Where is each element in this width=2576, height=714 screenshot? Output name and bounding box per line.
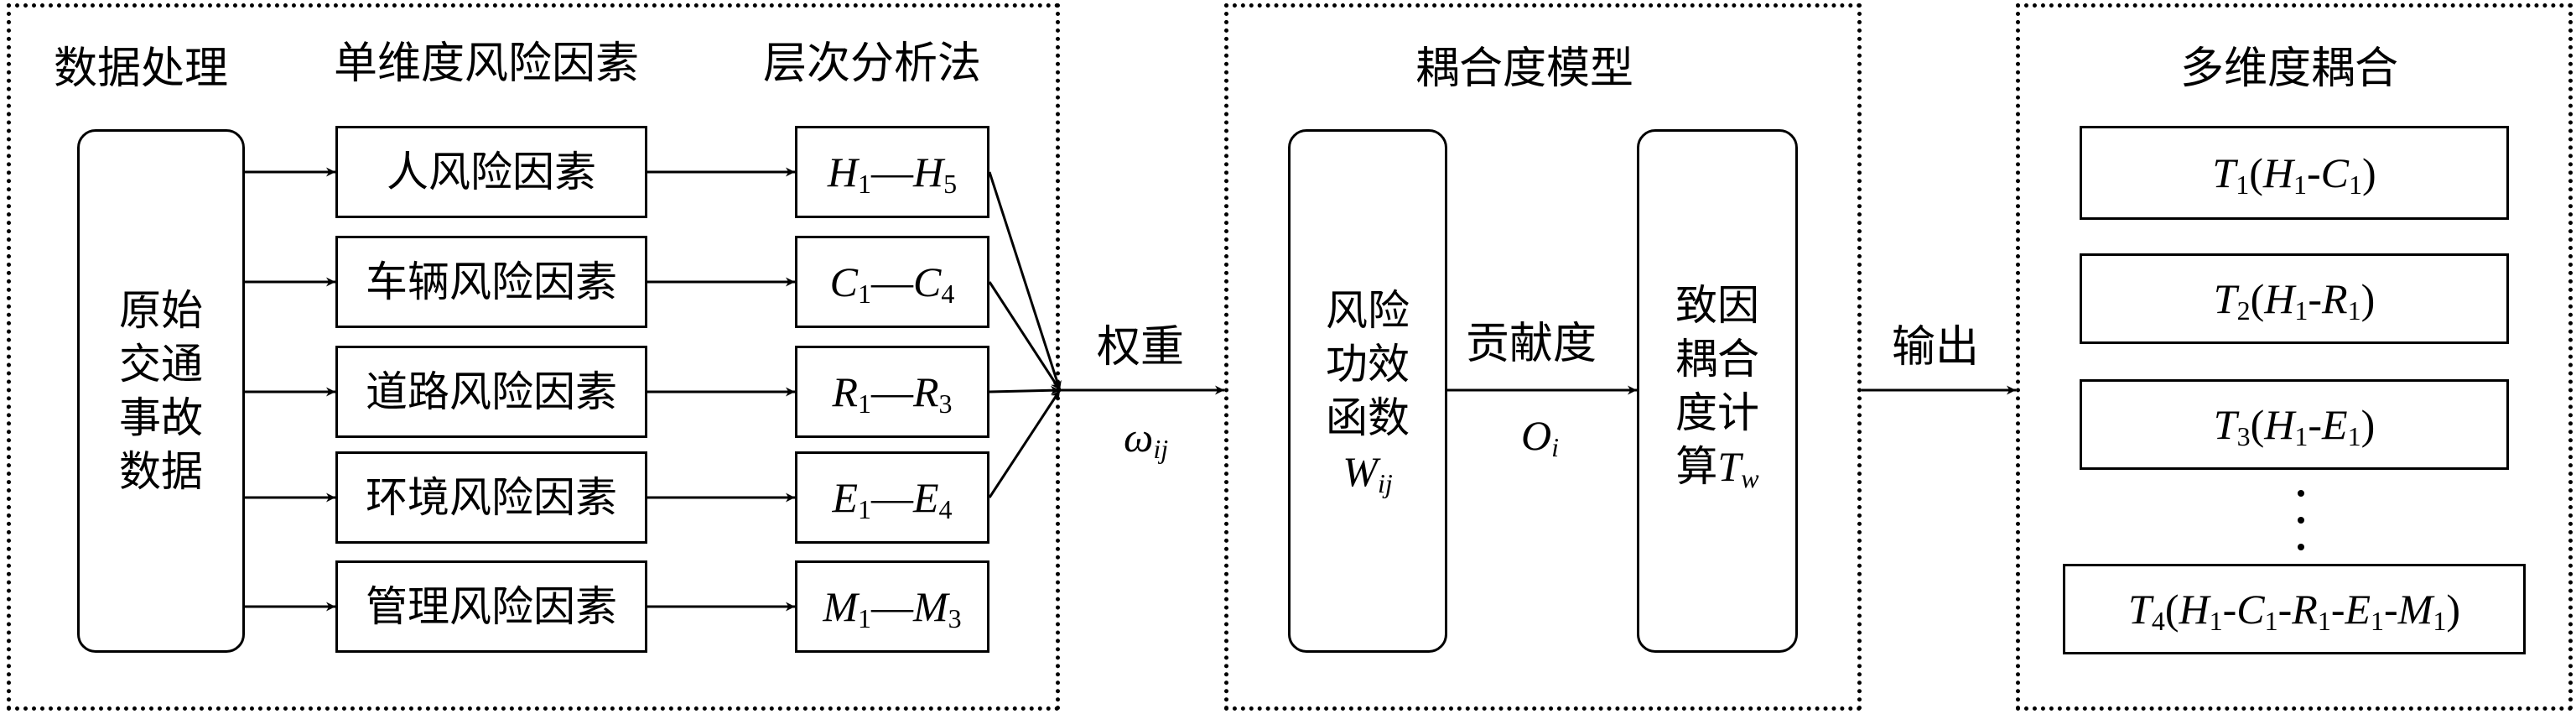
factor-box-road: 道路风险因素 (335, 346, 647, 438)
factor-label: 车辆风险因素 (366, 258, 617, 306)
efficacy-symbol: Wij (1343, 448, 1393, 498)
coupling-model-panel (1224, 3, 1862, 711)
coupling-line-1: 致因 (1675, 280, 1759, 330)
coupling-expression: T3(H1-E1) (2213, 401, 2376, 451)
coupling-item-3: T3(H1-E1) (2080, 379, 2509, 470)
header-ahp: 层次分析法 (763, 39, 982, 89)
coupling-item-1: T1(H1-C1) (2080, 126, 2509, 220)
efficacy-line-1: 风险 (1326, 286, 1410, 335)
factor-box-management: 管理风险因素 (335, 560, 647, 653)
coupling-line-3: 度计 (1675, 388, 1759, 437)
range-box-environment: E1—E4 (795, 451, 989, 544)
efficacy-line-3: 函数 (1326, 393, 1410, 442)
coupling-expression: T1(H1-C1) (2212, 149, 2376, 200)
range-box-management: M1—M3 (795, 560, 989, 653)
factor-box-vehicle: 车辆风险因素 (335, 236, 647, 328)
factor-label: 道路风险因素 (366, 367, 617, 416)
risk-efficacy-function-box: 风险 功效 函数 Wij (1288, 129, 1447, 653)
raw-accident-data-box: 原始 交通 事故 数据 (77, 129, 245, 653)
arrow-range-to-weight-2 (988, 281, 1062, 391)
raw-data-line-3: 事故 (119, 393, 203, 442)
factor-label: 环境风险因素 (366, 473, 617, 522)
ellipsis-dot (2298, 490, 2304, 497)
arrow-range-to-weight-3 (989, 385, 1061, 395)
coupling-item-4: T4(H1-C1-R1-E1-M1) (2063, 564, 2526, 654)
factor-label: 人风险因素 (387, 148, 596, 196)
header-multi-dimension-coupling: 多维度耦合 (2180, 44, 2399, 94)
ellipsis-dot (2298, 544, 2304, 550)
contribution-label: 贡献度 (1466, 319, 1597, 369)
range-expression: E1—E4 (832, 474, 953, 524)
coupling-degree-calc-box: 致因 耦合 度计 算Tw (1637, 129, 1798, 653)
multi-dimension-panel (2016, 3, 2573, 711)
arrow-range-to-weight-1 (988, 171, 1062, 391)
arrow-range-to-weight-4 (988, 389, 1062, 498)
weight-symbol: ωij (1124, 414, 1169, 464)
range-expression: R1—R3 (832, 368, 953, 419)
contribution-symbol: Oi (1521, 412, 1559, 462)
coupling-line-4: 算Tw (1675, 441, 1759, 493)
range-box-road: R1—R3 (795, 346, 989, 438)
range-box-vehicle: C1—C4 (795, 236, 989, 328)
output-label: 输出 (1892, 322, 1980, 373)
range-box-human: H1—H5 (795, 126, 989, 218)
efficacy-line-2: 功效 (1326, 340, 1410, 388)
weight-label: 权重 (1097, 322, 1185, 373)
header-data-processing: 数据处理 (54, 44, 229, 94)
coupling-expression: T4(H1-C1-R1-E1-M1) (2128, 586, 2460, 636)
factor-label: 管理风险因素 (366, 582, 617, 631)
ellipsis-dot (2298, 517, 2304, 524)
factor-box-environment: 环境风险因素 (335, 451, 647, 544)
header-single-dimension-factors: 单维度风险因素 (334, 39, 640, 89)
raw-data-line-2: 交通 (119, 340, 203, 388)
range-expression: H1—H5 (827, 149, 958, 199)
factor-box-human: 人风险因素 (335, 126, 647, 218)
range-expression: M1—M3 (823, 583, 962, 633)
coupling-expression: T2(H1-R1) (2213, 275, 2376, 326)
header-coupling-model: 耦合度模型 (1415, 44, 1634, 94)
data-processing-panel (7, 3, 1060, 711)
coupling-line-2: 耦合 (1675, 334, 1759, 383)
raw-data-line-4: 数据 (119, 447, 203, 496)
raw-data-line-1: 原始 (119, 286, 203, 335)
coupling-item-2: T2(H1-R1) (2080, 253, 2509, 344)
range-expression: C1—C4 (829, 258, 955, 309)
